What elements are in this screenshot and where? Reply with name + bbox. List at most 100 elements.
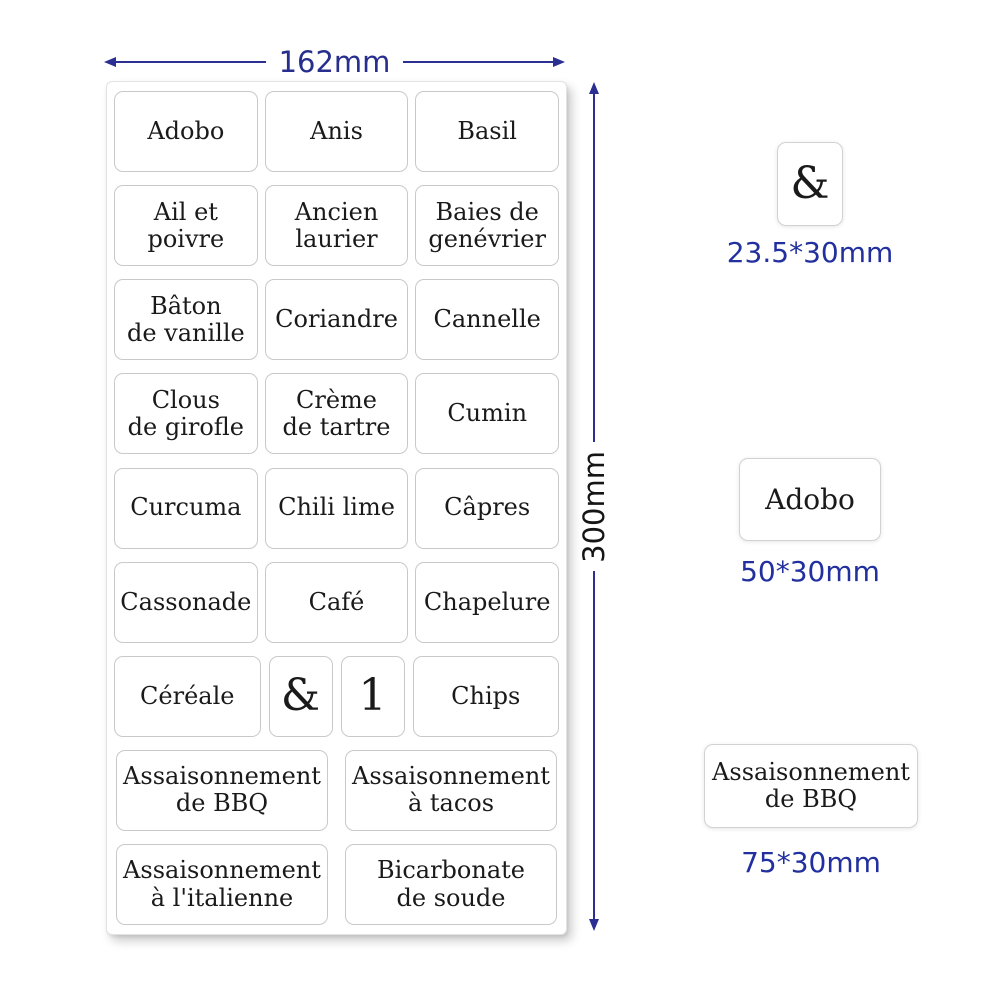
spice-label-line: Câpres — [444, 493, 531, 522]
spice-label-line: Bâton — [150, 291, 222, 320]
spice-label: Chili lime — [264, 467, 409, 549]
spice-label: Cannelle — [415, 279, 560, 361]
dimension-line — [116, 61, 266, 63]
spice-label-line: Adobo — [765, 482, 855, 516]
label-row: Céréale &1 Chips — [114, 655, 559, 737]
dimension-line — [593, 571, 595, 920]
spice-label-text: Curcuma — [130, 494, 241, 521]
spice-label-text: Anis — [310, 116, 363, 145]
spice-label: Adobo — [114, 91, 258, 172]
sample-label-medium: Adobo 50*30mm — [710, 458, 910, 586]
spice-label-line: Adobo — [147, 116, 225, 145]
spice-label-text: Basil — [457, 116, 517, 145]
sample-label-small-text: & — [790, 162, 829, 206]
spice-label: Chapelure — [415, 561, 560, 643]
sample-label-medium-text: Adobo — [765, 484, 855, 516]
spice-label-line: Bicarbonate — [377, 856, 525, 885]
dimension-line — [403, 61, 554, 63]
spice-label-line: Baies de — [435, 197, 539, 226]
arrow-up-icon — [589, 82, 599, 94]
spice-label-line: Céréale — [140, 681, 235, 710]
dimension-line — [593, 94, 595, 442]
sample-size-large: 75*30mm — [741, 846, 881, 879]
spice-label-line: Anis — [310, 116, 363, 145]
spice-label: Cassonade — [114, 561, 258, 643]
spice-label: Coriandre — [264, 279, 409, 361]
spice-label-line: Cassonade — [120, 587, 252, 616]
spice-label-line: à tacos — [407, 789, 495, 818]
spice-label-line: de tartre — [282, 412, 391, 441]
label-row: Adobo Anis Basil — [114, 91, 560, 172]
spice-label-line: de girofle — [127, 412, 245, 441]
spice-label-line: 1 — [358, 670, 387, 722]
spice-label-text: Cassonade — [120, 587, 252, 616]
spice-label: Curcuma — [114, 467, 258, 549]
sample-label-small-box: & — [777, 142, 843, 226]
spice-label-line: Crème — [296, 385, 377, 414]
height-dimension-label: 300mm — [576, 450, 611, 563]
spice-label-line: Assaisonnement — [123, 762, 321, 791]
spice-label-line: & — [280, 670, 321, 722]
height-dimension: 300mm — [576, 82, 611, 932]
label-row: Curcuma Chili lime Câpres — [114, 467, 560, 549]
spice-label-line: poivre — [147, 224, 225, 253]
spice-label-line: de vanille — [126, 318, 245, 347]
spice-label-line: Chips — [451, 681, 521, 710]
width-dimension-label: 162mm — [278, 44, 391, 79]
spice-label-text: Café — [309, 588, 365, 616]
sample-label-large: Assaisonnement de BBQ 75*30mm — [704, 744, 918, 877]
spice-label-text: Cumin — [447, 400, 527, 427]
spice-label-text: Chips — [451, 681, 521, 710]
spice-label-line: Curcuma — [130, 493, 242, 522]
spice-label: Chips — [412, 655, 559, 737]
spice-label: Câpres — [415, 467, 560, 549]
spice-label-line: à l'italienne — [150, 883, 294, 912]
sample-label-large-box: Assaisonnement de BBQ — [704, 744, 918, 828]
spice-label-line: Chili lime — [278, 493, 395, 522]
spice-label-text: Chapelure — [424, 588, 551, 616]
arrow-left-icon — [104, 57, 116, 67]
spice-label-line: Cumin — [447, 399, 528, 428]
spice-label-line: de soude — [396, 883, 506, 912]
spice-label-line: de BBQ — [175, 789, 269, 818]
spice-label: Céréale — [114, 655, 261, 737]
spice-label-line: de BBQ — [764, 785, 858, 813]
spice-label-line: Cannelle — [433, 305, 541, 334]
label-row: Cassonade Café Chapelure — [114, 561, 560, 643]
spice-label-line: Assaisonnement — [123, 856, 321, 885]
width-dimension: 162mm — [104, 44, 566, 79]
spice-label: 1 — [340, 655, 405, 737]
sample-size-small: 23.5*30mm — [726, 236, 894, 269]
spice-label-text: Céréale — [140, 681, 235, 710]
spice-label: Café — [264, 561, 409, 643]
sample-label-large-text: Assaisonnement de BBQ — [712, 758, 910, 813]
spice-label: & — [268, 655, 333, 737]
arrow-right-icon — [553, 57, 566, 67]
spice-label-text: Adobo — [147, 116, 225, 145]
sample-label-small: & 23.5*30mm — [700, 142, 920, 267]
spice-label-text: & — [281, 674, 320, 718]
spice-label-line: Basil — [457, 116, 517, 145]
spice-label-line: Coriandre — [275, 305, 398, 334]
spice-label-line: Ancien — [294, 197, 379, 226]
spice-label-text: 1 — [359, 674, 387, 718]
arrow-down-icon — [589, 919, 599, 932]
